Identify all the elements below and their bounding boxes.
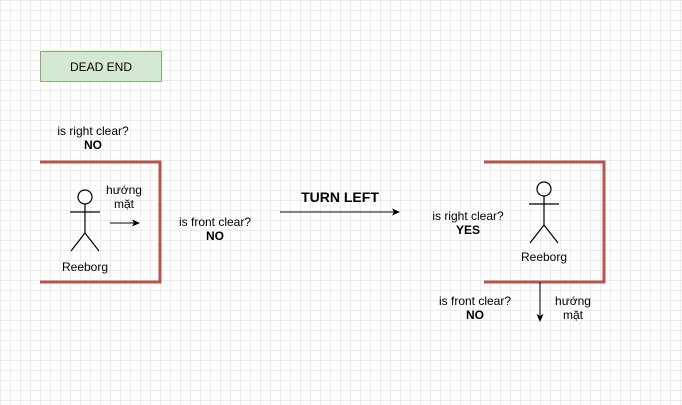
- left-facing-line2: mặt: [113, 197, 134, 211]
- left-robot-figure: [70, 189, 100, 252]
- right-front-question: is front clear?: [438, 294, 512, 308]
- right-right-clear-label: is right clear? YES: [423, 209, 513, 237]
- left-right-question: is right clear?: [57, 124, 129, 138]
- right-robot-name: Reeborg: [520, 250, 568, 264]
- left-facing-arrow: [110, 219, 140, 227]
- right-right-answer: YES: [455, 223, 480, 237]
- turn-left-label: TURN LEFT: [301, 189, 379, 205]
- left-robot-name: Reeborg: [61, 260, 109, 274]
- left-front-answer: NO: [206, 229, 224, 243]
- right-robot-figure: [529, 181, 559, 244]
- left-facing-label: hướng mặt: [104, 183, 144, 211]
- right-front-clear-label: is front clear? NO: [430, 294, 520, 322]
- right-front-answer: NO: [466, 308, 484, 322]
- right-wall: [484, 160, 606, 284]
- left-right-answer: NO: [84, 138, 102, 152]
- right-facing-line1: hướng: [555, 294, 591, 308]
- right-facing-label: hướng mặt: [553, 294, 593, 322]
- left-front-question: is front clear?: [178, 215, 252, 229]
- right-facing-line2: mặt: [562, 308, 583, 322]
- left-right-clear-label: is right clear? NO: [48, 124, 138, 152]
- left-front-clear-label: is front clear? NO: [170, 215, 260, 243]
- left-wall: [40, 160, 162, 284]
- right-right-question: is right clear?: [432, 209, 504, 223]
- right-facing-arrow: [536, 282, 544, 322]
- dead-end-text: DEAD END: [69, 59, 132, 74]
- left-facing-line1: hướng: [106, 183, 142, 197]
- turn-left-arrow: [280, 208, 400, 216]
- dead-end-badge: DEAD END: [40, 51, 162, 82]
- turn-left-label-wrap: TURN LEFT: [290, 190, 390, 205]
